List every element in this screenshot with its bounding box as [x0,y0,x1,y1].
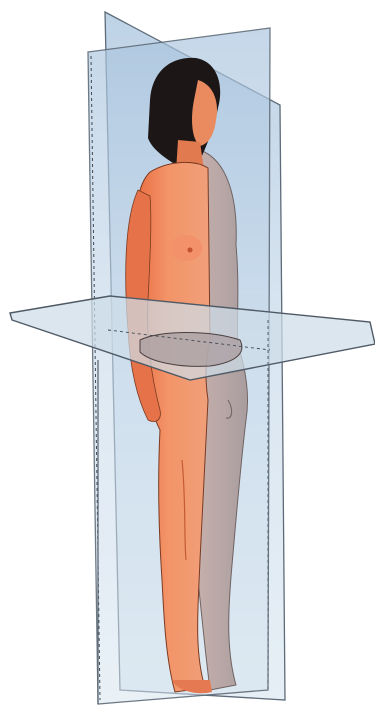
transverse-plane [10,296,375,380]
